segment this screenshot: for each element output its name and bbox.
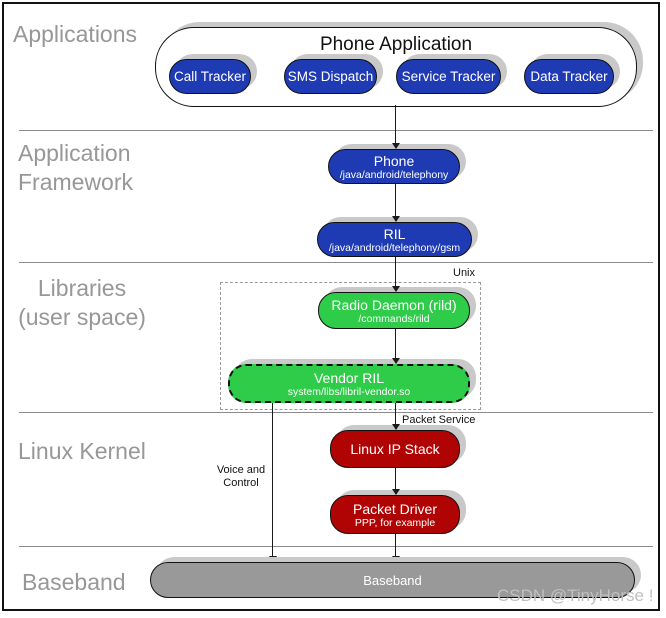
arrow-vendor-ril-to-baseband-voice (268, 403, 277, 562)
node-phone-path: /java/android/telephony (339, 168, 449, 181)
node-sms-dispatch: SMS Dispatch (284, 59, 377, 94)
node-phone-title: Phone (373, 152, 415, 169)
unix-label: Unix (453, 267, 476, 279)
node-vendor-ril-path: system/libs/libril-vendor.so (287, 385, 411, 398)
node-packet-driver-title: Packet Driver (352, 500, 438, 517)
layer-label-baseband: Baseband (22, 569, 126, 595)
node-call-tracker: Call Tracker (169, 59, 251, 94)
arrow-ril-to-rild (391, 257, 400, 292)
layer-label-framework: Application Framework (18, 139, 133, 197)
csdn-watermark: CSDN @TinyHorse ! (497, 586, 654, 605)
divider-applications-framework (19, 130, 653, 131)
phone-application-container: Phone Application Call Tracker SMS Dispa… (155, 27, 637, 107)
node-radio-daemon: Radio Daemon (rild) /commands/rild (318, 292, 470, 329)
node-packet-driver-path: PPP, for example (354, 516, 436, 529)
layer-label-libraries-line2: (user space) (18, 304, 146, 330)
voice-control-line1: Voice and (216, 464, 266, 476)
arrow-ip-stack-to-packet-driver (391, 468, 400, 495)
node-service-tracker: Service Tracker (396, 59, 501, 94)
node-ril-title: RIL (383, 225, 406, 242)
divider-framework-libraries (19, 262, 653, 263)
voice-control-label: Voice and Control (214, 464, 268, 490)
node-baseband: Baseband (150, 562, 635, 598)
node-ril-path: /java/android/telephony/gsm (328, 241, 461, 254)
layer-label-applications: Applications (13, 21, 138, 47)
outer-frame (2, 2, 660, 611)
layer-label-libraries: Libraries (user space) (8, 274, 156, 332)
divider-kernel-baseband (19, 546, 653, 547)
node-vendor-ril-title: Vendor RIL (313, 369, 385, 386)
layer-label-framework-line1: Application (18, 140, 131, 166)
arrow-phone-to-ril (391, 184, 400, 222)
node-vendor-ril: Vendor RIL system/libs/libril-vendor.so (228, 364, 470, 403)
unix-boundary-box (220, 282, 481, 410)
node-radio-daemon-title: Radio Daemon (rild) (331, 296, 457, 313)
layer-label-kernel: Linux Kernel (18, 438, 146, 464)
arrow-vendor-ril-to-ip-stack (391, 403, 400, 430)
layer-label-framework-line2: Framework (18, 169, 134, 195)
node-phone: Phone /java/android/telephony (328, 149, 460, 184)
phone-application-title: Phone Application (319, 34, 473, 55)
node-baseband-label: Baseband (363, 572, 422, 588)
divider-libraries-kernel (19, 412, 653, 413)
node-radio-daemon-path: /commands/rild (358, 312, 430, 325)
node-data-tracker: Data Tracker (524, 59, 614, 94)
voice-control-line2: Control (223, 477, 259, 489)
packet-service-label: Packet Service (402, 414, 476, 426)
node-packet-driver: Packet Driver PPP, for example (330, 495, 460, 534)
arrow-packet-driver-to-baseband (391, 534, 400, 562)
node-ril: RIL /java/android/telephony/gsm (317, 222, 472, 257)
layer-label-libraries-line1: Libraries (37, 275, 127, 301)
arrow-app-to-phone (391, 105, 400, 149)
arrow-rild-to-vendor-ril (391, 329, 400, 364)
node-linux-ip-stack: Linux IP Stack (330, 430, 460, 468)
node-linux-ip-stack-title: Linux IP Stack (350, 441, 440, 457)
